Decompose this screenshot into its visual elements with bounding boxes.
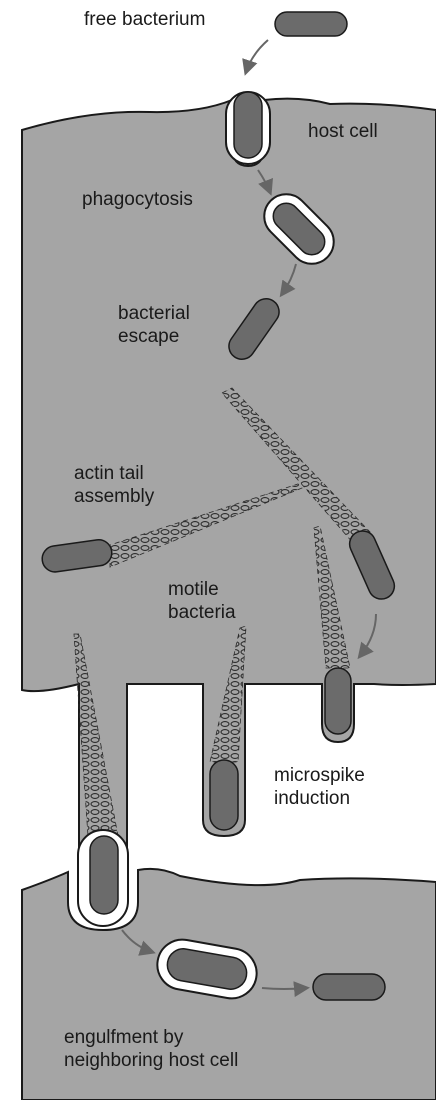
label-microspike-induction: microspike induction <box>274 764 365 810</box>
entering-bacterium <box>234 92 262 158</box>
microspike-bacterium-middle <box>210 760 238 830</box>
released-bacterium <box>313 974 385 1000</box>
label-bacterial-escape: bacterial escape <box>118 302 190 348</box>
arrow-release <box>262 988 306 989</box>
microspike-bacterium-right <box>325 668 351 734</box>
label-host-cell: host cell <box>308 120 378 143</box>
label-engulfment: engulfment by neighboring host cell <box>64 1026 238 1072</box>
free-bacterium <box>275 12 347 36</box>
label-actin-tail-assembly: actin tail assembly <box>74 462 154 508</box>
label-free-bacterium: free bacterium <box>84 8 205 31</box>
label-motile-bacteria: motile bacteria <box>168 578 236 624</box>
microspike-bacterium-left <box>90 836 118 914</box>
label-phagocytosis: phagocytosis <box>82 188 193 211</box>
arrow-entry <box>246 40 268 72</box>
